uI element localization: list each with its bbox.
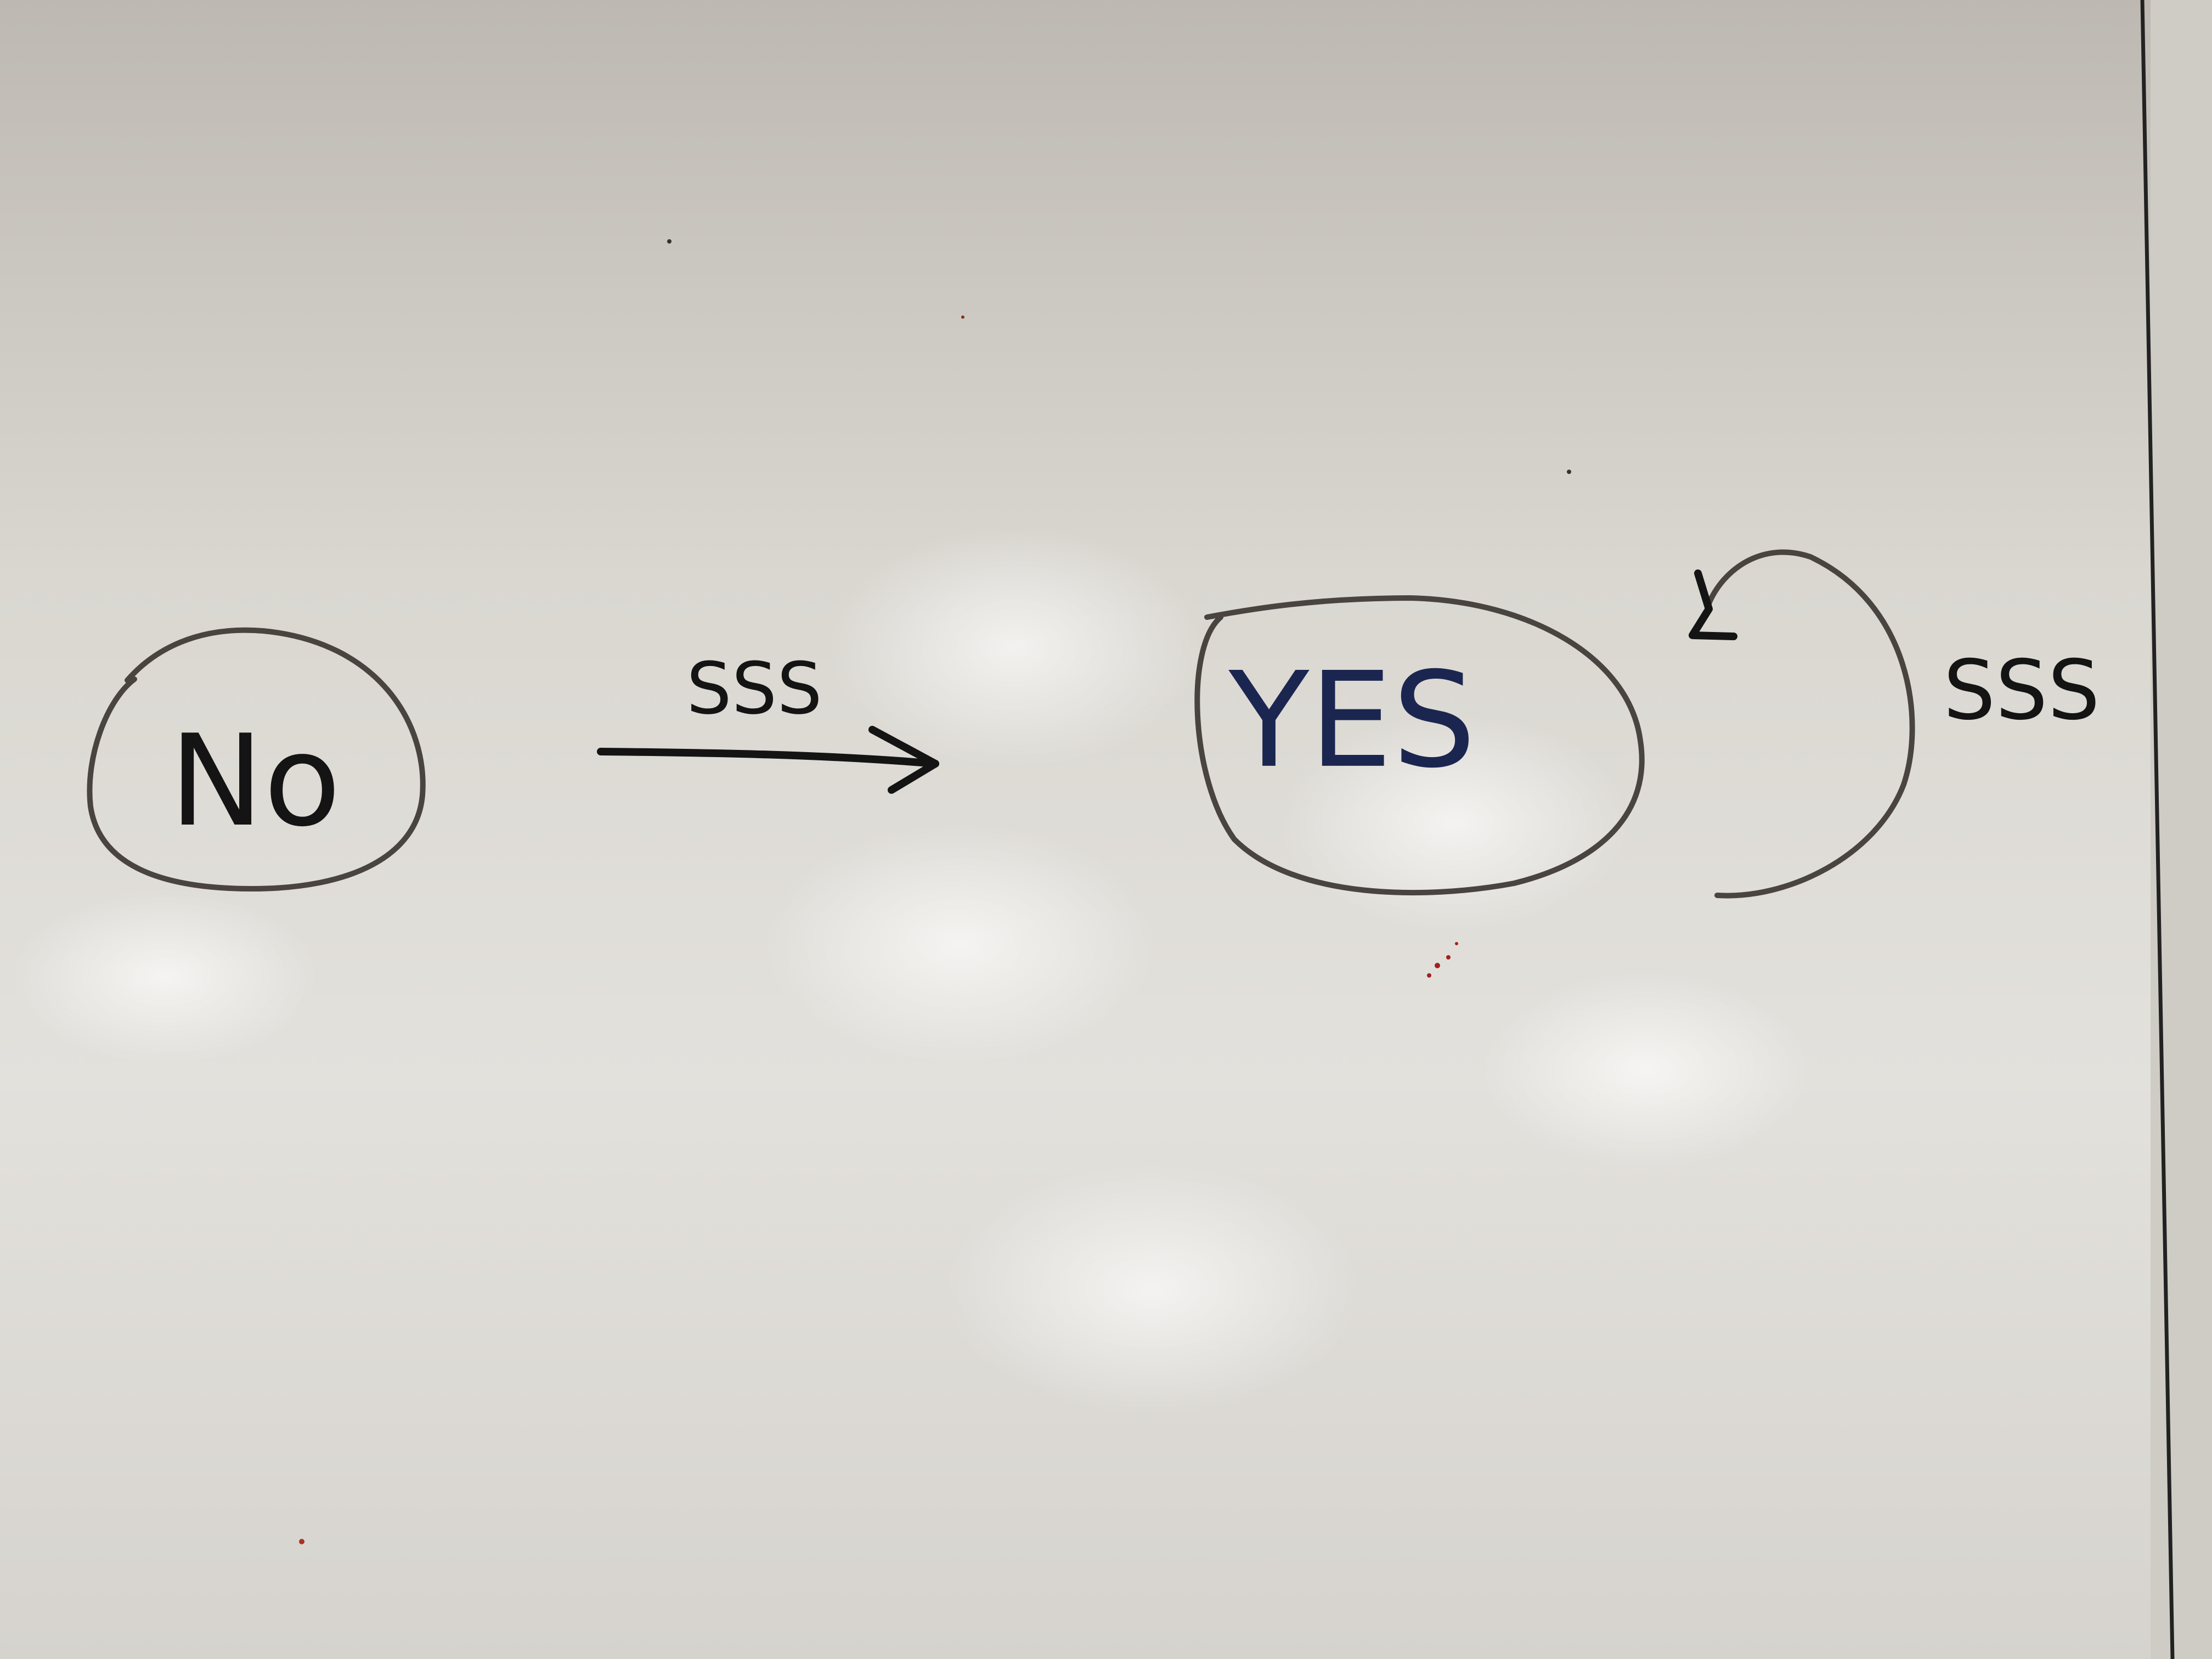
light-glare — [11, 889, 318, 1064]
arrow-head — [868, 726, 939, 794]
transition-no-to-yes: SSS — [597, 647, 939, 794]
transition-label: SSS — [686, 647, 822, 730]
self-loop-label: SSS — [1943, 643, 2100, 738]
arrow-head — [1689, 569, 1737, 640]
light-glare — [763, 823, 1158, 1064]
board-edge-right — [2151, 0, 2212, 1659]
state-yes-circle — [1194, 595, 1645, 896]
marker-specks — [299, 239, 1571, 1544]
light-glare — [828, 527, 1201, 768]
state-no-label: No — [170, 708, 341, 855]
transition-arrow — [597, 748, 939, 768]
state-yes-label: YES — [1228, 644, 1476, 797]
self-loop-arrow — [1706, 549, 1915, 899]
light-glare — [944, 1163, 1361, 1415]
transition-yes-self-loop: SSS — [1689, 549, 2100, 899]
state-no-circle — [87, 627, 426, 891]
light-glare — [1481, 971, 1810, 1169]
state-no: No — [87, 627, 426, 891]
state-yes: YES — [1194, 595, 1645, 896]
board-frame-line — [2140, 0, 2175, 1659]
